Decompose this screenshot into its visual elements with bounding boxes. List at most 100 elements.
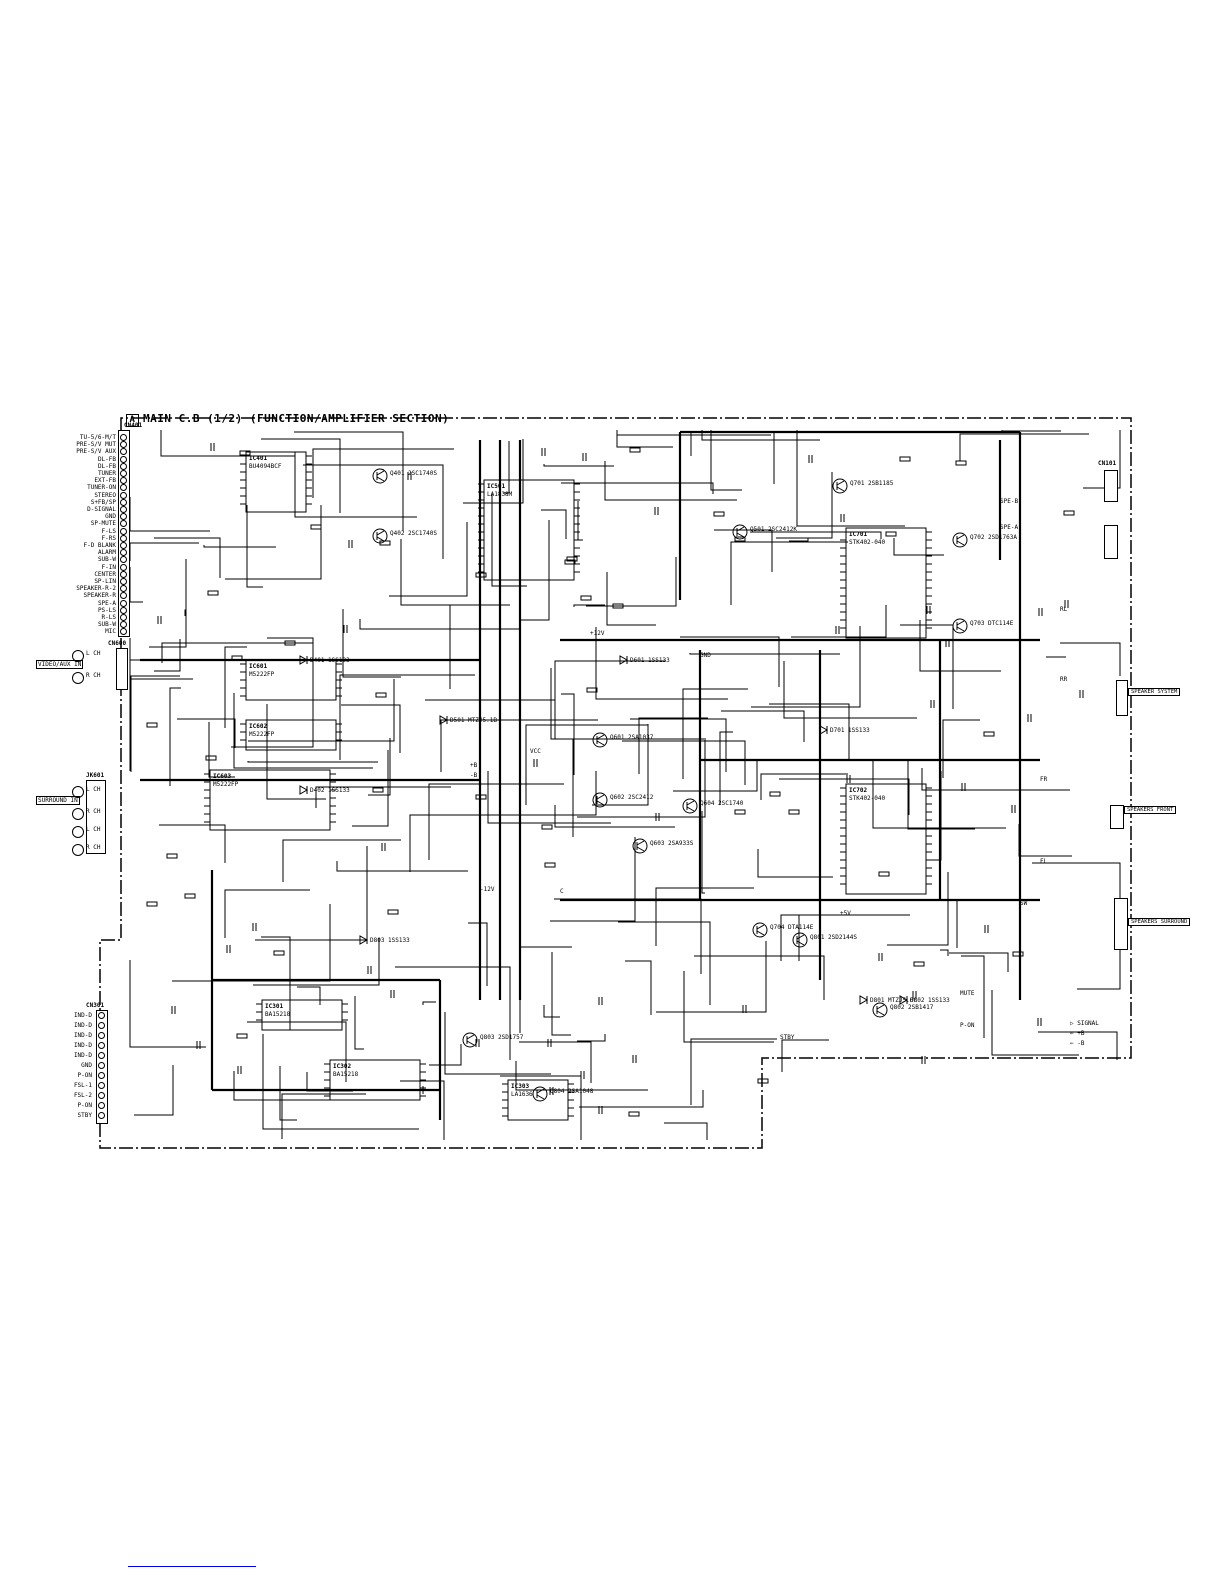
wire bbox=[550, 668, 590, 740]
connector-pin bbox=[98, 1052, 105, 1059]
connector-pin bbox=[120, 506, 127, 513]
wire bbox=[961, 955, 985, 1038]
legend-item: ⇐ -B bbox=[1070, 1040, 1085, 1047]
wire bbox=[389, 522, 468, 597]
wire bbox=[520, 520, 550, 621]
wire bbox=[208, 722, 235, 778]
wire bbox=[294, 431, 404, 531]
wire bbox=[781, 1039, 829, 1072]
wire bbox=[444, 1012, 551, 1075]
transistor-icon bbox=[592, 732, 608, 748]
left-pin-label: D-SIGNAL bbox=[87, 506, 116, 513]
resistor-icon bbox=[913, 961, 925, 967]
connector-pin bbox=[120, 513, 127, 521]
wire bbox=[959, 433, 1089, 461]
ic-block bbox=[845, 783, 927, 895]
jack-channel-label: R CH bbox=[86, 844, 101, 851]
wire bbox=[796, 430, 905, 527]
ic-block bbox=[245, 451, 307, 513]
wire bbox=[592, 724, 649, 806]
wire bbox=[757, 849, 833, 878]
rca-jack-icon bbox=[72, 786, 84, 798]
wire bbox=[893, 538, 944, 556]
wire bbox=[673, 761, 758, 792]
ic-block bbox=[209, 769, 331, 831]
resistor-icon bbox=[379, 540, 391, 546]
ic-ref-label: IC601 bbox=[249, 663, 268, 670]
transistor-icon bbox=[832, 478, 848, 494]
resistor-icon bbox=[713, 511, 725, 517]
wire bbox=[656, 941, 767, 1013]
wire bbox=[395, 966, 511, 1060]
transistor-label: Q704 DTA114E bbox=[770, 924, 814, 931]
jack-channel-label: L CH bbox=[86, 650, 101, 657]
ic-ref-label: IC303 bbox=[511, 1083, 530, 1090]
connector-pin bbox=[98, 1112, 105, 1119]
wire bbox=[550, 837, 636, 922]
wire bbox=[294, 452, 417, 518]
section-badge: A bbox=[126, 414, 139, 427]
connector-pin bbox=[120, 448, 127, 456]
ic-part-label: M5222FP bbox=[249, 731, 275, 738]
wire bbox=[231, 661, 314, 748]
left-pin-label: SPEAKER-R bbox=[83, 592, 116, 600]
left-pin-label: SPE-A bbox=[97, 599, 116, 607]
connector-pin bbox=[120, 527, 127, 535]
wire bbox=[491, 493, 527, 587]
transistor-icon bbox=[682, 798, 698, 814]
resistor-icon bbox=[273, 950, 285, 956]
wire bbox=[248, 679, 395, 742]
wire bbox=[160, 430, 295, 457]
wire bbox=[159, 824, 226, 863]
wire bbox=[680, 636, 780, 687]
resistor-icon bbox=[207, 590, 219, 596]
wire bbox=[551, 952, 571, 1036]
wire bbox=[561, 482, 714, 494]
transistor-label: Q701 2SB1185 bbox=[850, 480, 894, 487]
wire bbox=[154, 639, 181, 672]
bottom-pin-label: FSL-2 bbox=[73, 1092, 92, 1099]
left-pin-label: ALARM bbox=[97, 549, 116, 557]
wire bbox=[543, 464, 614, 467]
right-label-j702: SPEAKER SYSTEM bbox=[1128, 688, 1181, 696]
transistor-icon bbox=[462, 1032, 478, 1048]
diode-icon bbox=[859, 995, 869, 1005]
wire bbox=[779, 778, 910, 815]
connector-pin bbox=[120, 484, 127, 492]
resistor-icon bbox=[310, 524, 322, 530]
wire bbox=[129, 542, 199, 561]
wire bbox=[586, 557, 677, 607]
bottom-pin-label: GND bbox=[81, 1062, 92, 1069]
wire bbox=[719, 731, 733, 805]
wire bbox=[694, 955, 825, 1000]
board-outline bbox=[99, 417, 1132, 1149]
net-label: C bbox=[560, 888, 564, 895]
jack-channel-label: R CH bbox=[86, 672, 101, 679]
wire bbox=[751, 626, 861, 708]
wire bbox=[487, 771, 611, 824]
resistor-icon bbox=[284, 640, 296, 646]
wire bbox=[942, 719, 980, 778]
right-label-j701: SPEAKERS SURROUND bbox=[1128, 918, 1191, 926]
net-label: +B bbox=[470, 762, 478, 769]
rca-jack-icon bbox=[72, 672, 84, 684]
wire bbox=[149, 559, 187, 648]
resistor-icon bbox=[544, 862, 556, 868]
connector-pin bbox=[120, 585, 127, 593]
wire bbox=[468, 922, 488, 986]
left-pin-label: SP-LIN bbox=[94, 578, 116, 585]
net-label: SW bbox=[1020, 900, 1028, 907]
connector-pin bbox=[120, 578, 127, 585]
transistor-icon bbox=[872, 1002, 888, 1018]
wire bbox=[907, 760, 975, 830]
wire bbox=[246, 505, 263, 588]
ic-block bbox=[261, 999, 343, 1031]
wire bbox=[279, 1066, 297, 1121]
transistor-icon bbox=[732, 524, 748, 540]
jack-j702 bbox=[1116, 680, 1128, 716]
wire-network bbox=[129, 430, 1121, 1140]
wire bbox=[247, 761, 378, 763]
transistor-label: Q803 2SD1757 bbox=[480, 1034, 524, 1041]
wire bbox=[515, 1061, 648, 1091]
